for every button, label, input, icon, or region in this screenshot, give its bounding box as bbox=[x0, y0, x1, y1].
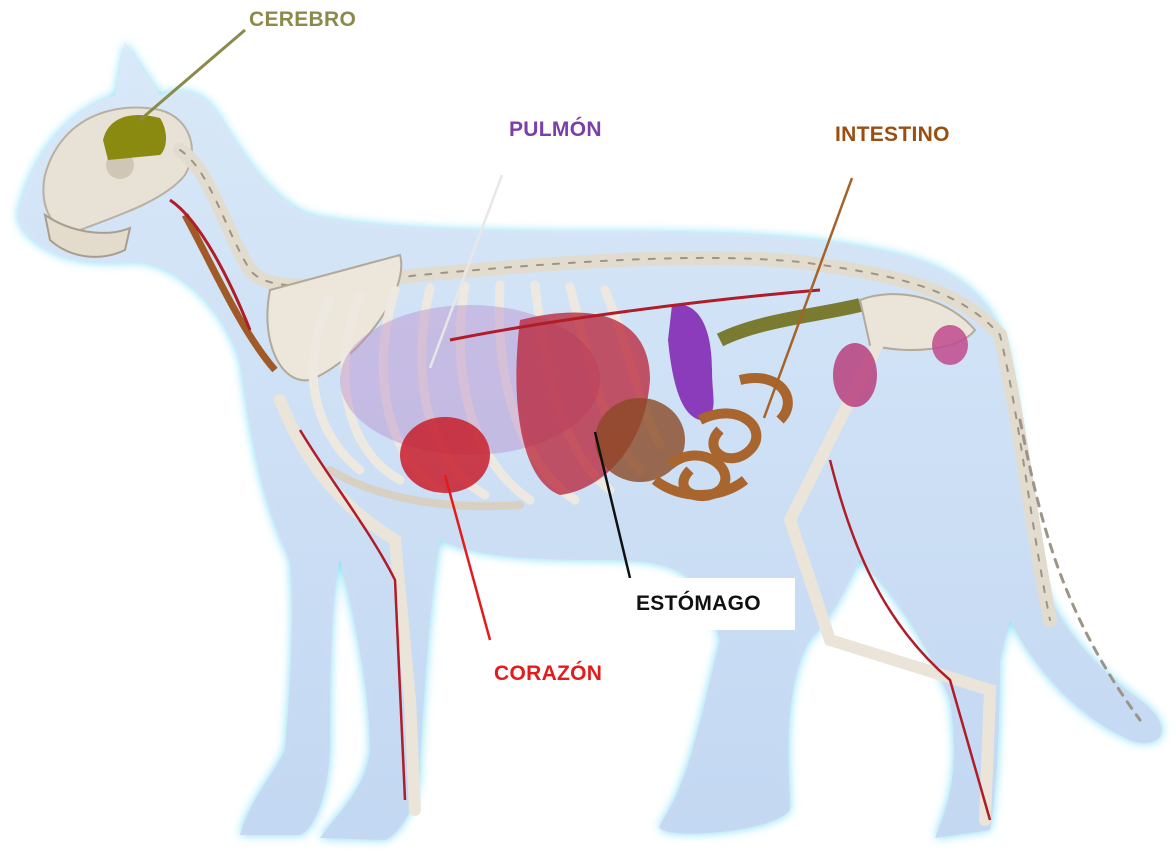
stomach-organ-icon bbox=[595, 398, 685, 482]
label-estomago: ESTÓMAGO bbox=[612, 578, 795, 630]
label-cerebro: CEREBRO bbox=[249, 8, 356, 32]
label-pulmon: PULMÓN bbox=[509, 118, 602, 142]
label-corazon: CORAZÓN bbox=[494, 662, 602, 686]
label-intestino: INTESTINO bbox=[835, 123, 950, 147]
heart-organ-icon bbox=[400, 417, 490, 493]
